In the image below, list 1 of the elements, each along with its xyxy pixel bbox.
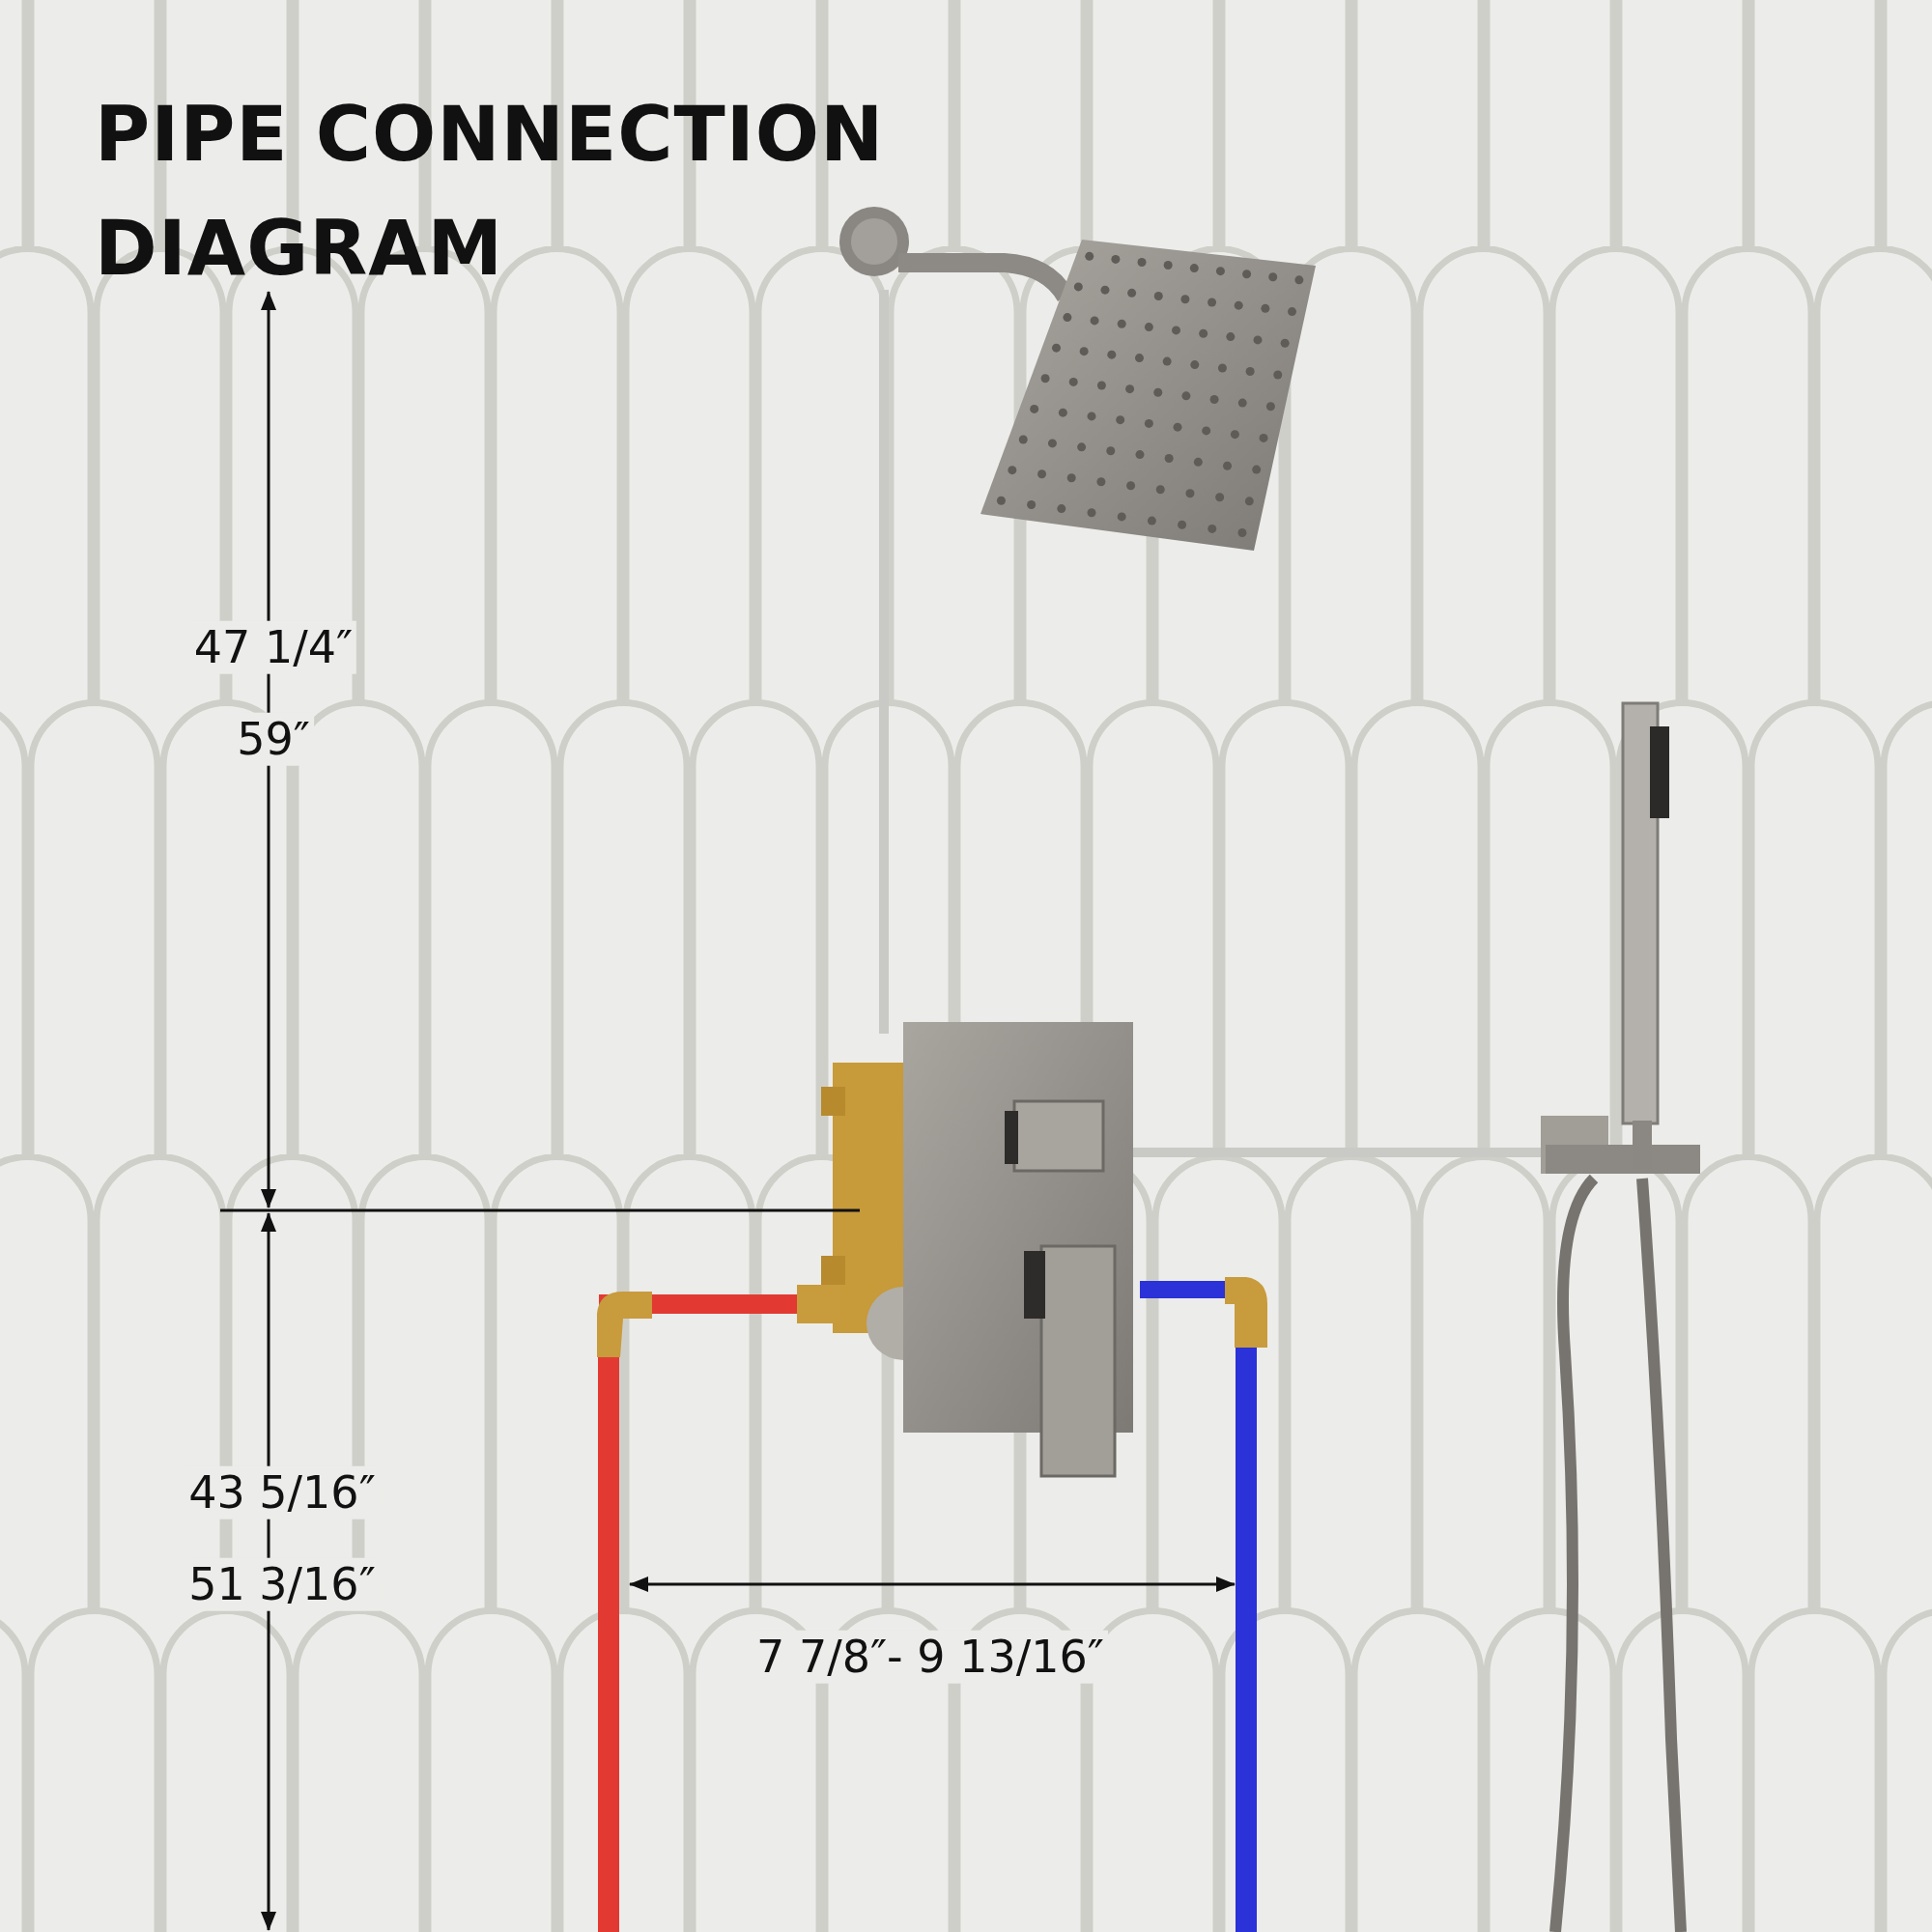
- diagram-title: PIPE CONNECTION DIAGRAM: [95, 90, 886, 294]
